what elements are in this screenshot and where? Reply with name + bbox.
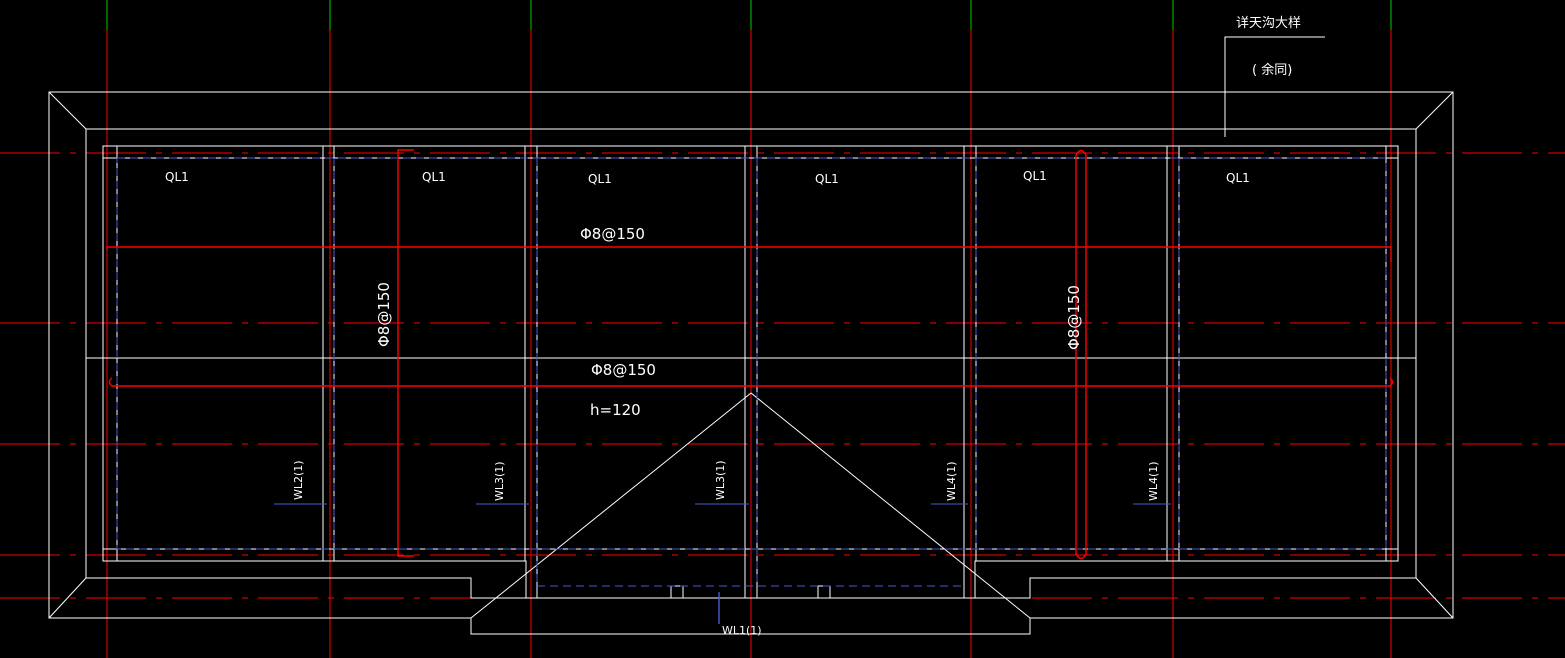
gutter-leader-line [1224, 36, 1325, 137]
ring-beam-label-4: QL1 [815, 172, 839, 186]
roof-beam-label-4: WL4(1) [945, 461, 958, 501]
ring-beam-label-2: QL1 [422, 170, 446, 184]
hip-line-tl [48, 91, 87, 130]
gutter-note: 详天沟大样 [1236, 16, 1301, 31]
rebar-label-horizontal-top: Φ8@150 [580, 225, 645, 243]
slab-body [102, 145, 1399, 599]
annotations: 详天沟大样 ( 余同) QL1 QL1 QL1 QL1 QL1 QL1 Φ8@1… [165, 16, 1301, 637]
rebar-lines [106, 149, 1394, 624]
roof-inner-edge [85, 128, 1417, 599]
rebar-label-vertical-right: Φ8@150 [1065, 285, 1083, 350]
hidden-beams [116, 157, 1387, 587]
roof-beam-label-1: WL2(1) [292, 460, 305, 500]
rebar-horizontal-mid [108, 377, 1394, 387]
rebar-label-horizontal-mid: Φ8@150 [591, 361, 656, 379]
axis-heads [106, 0, 1392, 30]
rebar-vertical-right [1075, 149, 1087, 560]
rebar-horizontal-top [106, 246, 1392, 262]
bottom-block-right [817, 585, 831, 599]
roof-beam-label-2: WL3(1) [493, 461, 506, 501]
roof-outer-edge [48, 91, 1454, 635]
ring-beam-label-5: QL1 [1023, 169, 1047, 183]
rebar-label-vertical-left: Φ8@150 [375, 282, 393, 347]
bottom-block-left [670, 585, 684, 599]
same-note: ( 余同) [1252, 62, 1292, 78]
roof-beam-label-3: WL3(1) [714, 460, 727, 500]
hip-line-tr [1415, 91, 1454, 130]
hidden-beam-perimeter [116, 157, 1387, 550]
rebar-vertical-left [397, 149, 414, 557]
ring-beam-label-1: QL1 [165, 170, 189, 184]
hip-line-bl [48, 577, 87, 619]
hip-line-br [1415, 577, 1454, 619]
bottom-beam-label: WL1(1) [722, 624, 762, 637]
ring-beam-label-6: QL1 [1226, 171, 1250, 185]
roof-beam-label-5: WL4(1) [1147, 461, 1160, 501]
ring-beam-label-3: QL1 [588, 172, 612, 186]
slab-thickness-label: h=120 [590, 401, 641, 419]
gable-triangle [470, 392, 1031, 619]
